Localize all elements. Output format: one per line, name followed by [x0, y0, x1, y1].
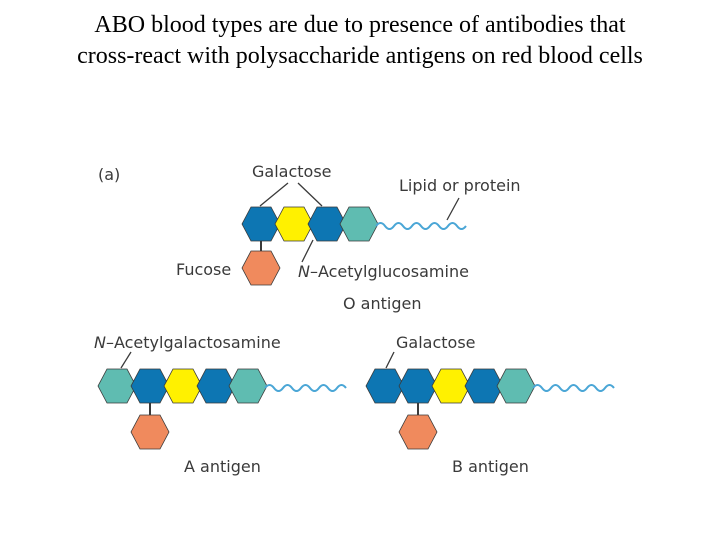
a-chain-hex-2: [130, 368, 170, 404]
panel-label: (a): [98, 165, 120, 184]
title-line-1: ABO blood types are due to presence of a…: [94, 12, 626, 38]
o-chain-hex-4: [339, 206, 379, 242]
o-lipid-pointer: [446, 197, 460, 221]
o-galactose-pointer-right: [297, 182, 323, 207]
b-chain-hex-3: [431, 368, 471, 404]
o-galactose-label: Galactose: [252, 162, 332, 181]
a-chain-hex-5: [228, 368, 268, 404]
o-nacetylglucosamine-pointer: [301, 239, 314, 263]
b-fucose-hex: [398, 414, 438, 450]
a-nacetylgalactosamine-label: N–Acetylgalactosamine: [94, 333, 281, 352]
a-lipid-wave: [264, 384, 347, 392]
a-chain-hex-1: [97, 368, 137, 404]
b-chain-hex-5: [496, 368, 536, 404]
b-lipid-wave: [532, 384, 615, 392]
o-fucose-hex: [241, 250, 281, 286]
a-antigen-name: A antigen: [184, 457, 261, 476]
a-nacetylgalactosamine-pointer: [120, 351, 132, 369]
title-line-2: cross-react with polysaccharide antigens…: [77, 43, 643, 69]
slide-title: ABO blood types are due to presence of a…: [0, 10, 720, 72]
o-nacetylglucosamine-label: N–Acetylglucosamine: [298, 262, 469, 281]
o-chain-hex-2: [274, 206, 314, 242]
b-galactose-label: Galactose: [396, 333, 476, 352]
b-antigen-name: B antigen: [452, 457, 529, 476]
o-chain-hex-1: [241, 206, 281, 242]
o-lipid-wave: [375, 222, 467, 230]
b-chain-hex-1: [365, 368, 405, 404]
o-antigen-name: O antigen: [343, 294, 421, 313]
a-chain-hex-3: [163, 368, 203, 404]
o-galactose-pointer-left: [259, 182, 289, 207]
o-lipid-label: Lipid or protein: [399, 176, 521, 195]
b-chain-hex-2: [398, 368, 438, 404]
b-galactose-pointer: [385, 351, 395, 369]
a-fucose-hex: [130, 414, 170, 450]
o-fucose-label: Fucose: [176, 260, 231, 279]
